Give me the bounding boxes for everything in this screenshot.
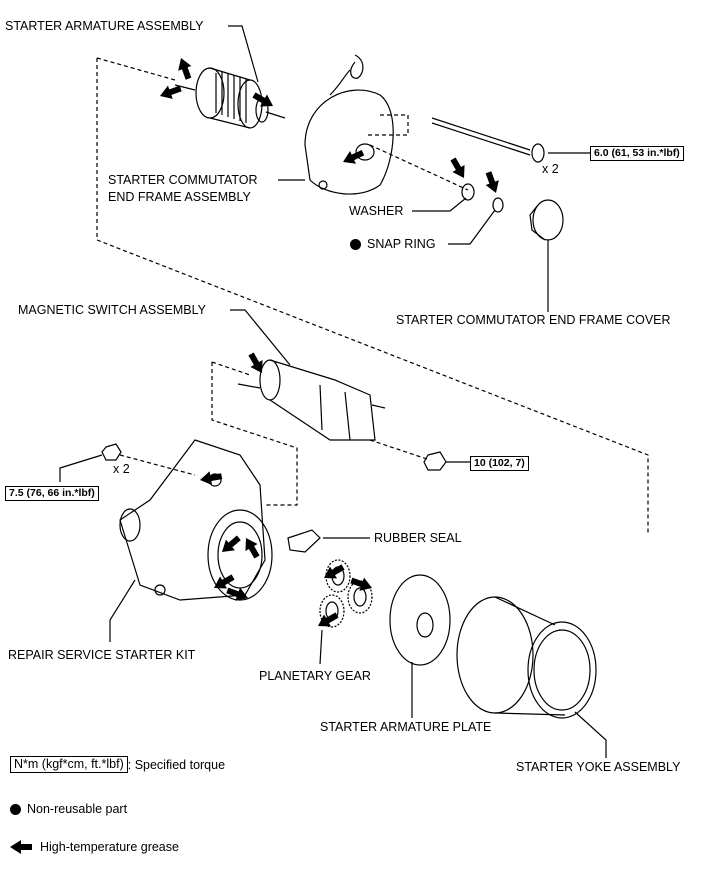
qty-through-bolt: x 2 bbox=[542, 162, 559, 176]
assembly-guide-line bbox=[211, 361, 251, 376]
magnetic-switch-drawing bbox=[237, 359, 386, 441]
legend-non-reusable: Non-reusable part bbox=[10, 802, 127, 816]
label-planetary-gear: PLANETARY GEAR bbox=[259, 669, 371, 683]
legend-grease-text: High-temperature grease bbox=[40, 840, 179, 854]
starter-armature-drawing bbox=[174, 67, 286, 129]
filled-circle-icon bbox=[10, 803, 21, 815]
label-armature-plate: STARTER ARMATURE PLATE bbox=[320, 720, 492, 734]
torque-kit-nut: 7.5 (76, 66 in.*lbf) bbox=[5, 486, 99, 501]
kit-nut-drawing bbox=[101, 443, 122, 461]
label-repair-kit: REPAIR SERVICE STARTER KIT bbox=[8, 648, 196, 662]
qty-kit-nut: x 2 bbox=[113, 462, 130, 476]
torque-switch-nut: 10 (102, 7) bbox=[470, 456, 529, 471]
assembly-guide-line bbox=[369, 439, 431, 461]
assembly-guide-line bbox=[96, 57, 176, 81]
repair-kit-drawing bbox=[119, 439, 273, 601]
grease-arrow-icon bbox=[10, 840, 32, 854]
leader-repair-kit bbox=[109, 579, 136, 642]
legend-torque: N*m (kgf*cm, ft.*lbf) : Specified torque bbox=[10, 756, 225, 773]
assembly-guide-line bbox=[96, 58, 649, 535]
through-bolt-drawing bbox=[431, 117, 545, 163]
leader-snap-ring bbox=[448, 209, 496, 245]
end-frame-cover-drawing bbox=[529, 199, 564, 241]
label-magnetic-switch: MAGNETIC SWITCH ASSEMBLY bbox=[18, 303, 206, 317]
commutator-end-frame-drawing bbox=[304, 54, 394, 195]
armature-plate-drawing bbox=[389, 574, 451, 666]
label-rubber-seal: RUBBER SEAL bbox=[374, 531, 462, 545]
label-end-frame-cover: STARTER COMMUTATOR END FRAME COVER bbox=[396, 313, 671, 327]
label-snap-ring: SNAP RING bbox=[350, 237, 436, 252]
switch-nut-drawing bbox=[423, 451, 447, 471]
leader-armature bbox=[228, 25, 259, 83]
legend-grease: High-temperature grease bbox=[40, 840, 179, 854]
leader-yoke bbox=[574, 711, 607, 758]
snap-ring-drawing bbox=[492, 197, 504, 213]
assembly-guide-line bbox=[369, 144, 469, 191]
leader-washer bbox=[412, 197, 467, 212]
legend-non-reusable-text: Non-reusable part bbox=[27, 802, 128, 816]
leader-switch bbox=[230, 309, 291, 366]
label-commutator-end-frame: STARTER COMMUTATOR END FRAME ASSEMBLY bbox=[108, 173, 258, 204]
torque-through-bolt: 6.0 (61, 53 in.*lbf) bbox=[590, 146, 684, 161]
yoke-assembly-drawing bbox=[456, 596, 597, 719]
legend-torque-text: : Specified torque bbox=[127, 757, 226, 772]
legend-torque-unit: N*m (kgf*cm, ft.*lbf) bbox=[10, 756, 128, 773]
leader-planetary bbox=[319, 629, 323, 665]
label-washer: WASHER bbox=[349, 204, 404, 218]
label-yoke: STARTER YOKE ASSEMBLY bbox=[516, 760, 681, 774]
washer-drawing bbox=[461, 183, 475, 201]
leader-kit-nut-torque bbox=[59, 454, 103, 482]
label-snap-ring-text: SNAP RING bbox=[367, 237, 436, 251]
assembly-guide-line bbox=[365, 114, 409, 136]
filled-circle-icon bbox=[350, 239, 361, 250]
label-starter-armature: STARTER ARMATURE ASSEMBLY bbox=[5, 19, 204, 33]
assembly-guide-line bbox=[119, 454, 196, 476]
assembly-guide-line bbox=[211, 362, 298, 506]
rubber-seal-drawing bbox=[287, 529, 321, 553]
